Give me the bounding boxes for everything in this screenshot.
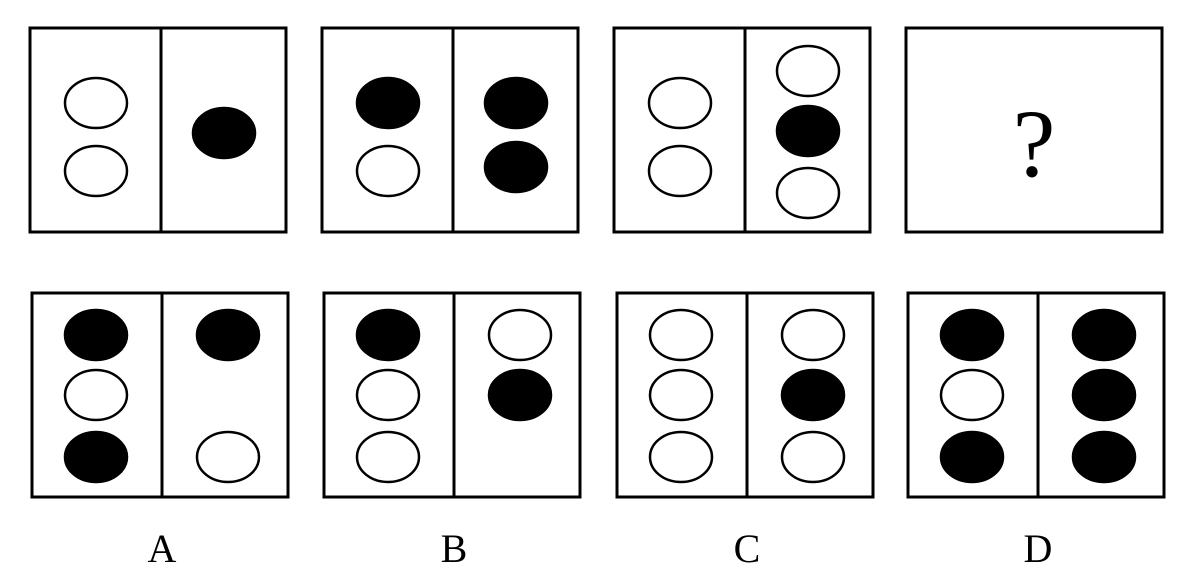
option-C[interactable] [615, 291, 875, 499]
question-row: ? [28, 26, 1164, 234]
white-circle [780, 430, 846, 484]
black-circle [355, 308, 421, 362]
white-circle [63, 144, 129, 198]
white-circle [775, 166, 841, 220]
option-A[interactable] [30, 291, 290, 499]
black-circle [483, 76, 549, 130]
panel-frame [320, 26, 580, 234]
white-circle [648, 308, 714, 362]
black-circle [1071, 308, 1137, 362]
white-circle [648, 430, 714, 484]
question-panel-4: ? [904, 26, 1164, 234]
black-circle [1071, 430, 1137, 484]
black-circle [195, 308, 261, 362]
option-D[interactable] [906, 291, 1166, 499]
panel-frame [904, 26, 1164, 234]
question-mark: ? [1013, 90, 1056, 197]
black-circle [775, 104, 841, 158]
white-circle [648, 368, 714, 422]
white-circle [355, 430, 421, 484]
black-circle [355, 76, 421, 130]
option-B[interactable] [322, 291, 582, 499]
option-labels: A B C D [148, 526, 1053, 571]
black-circle [939, 308, 1005, 362]
question-panel-1 [28, 26, 288, 234]
option-label: B [441, 526, 468, 571]
black-circle [483, 140, 549, 194]
black-circle [191, 106, 257, 160]
option-label: D [1024, 526, 1053, 571]
white-circle [780, 308, 846, 362]
white-circle [775, 44, 841, 98]
black-circle [487, 368, 553, 422]
white-circle [63, 76, 129, 130]
black-circle [1071, 368, 1137, 422]
option-label: A [148, 526, 177, 571]
option-label: C [734, 526, 761, 571]
white-circle [63, 368, 129, 422]
white-circle [647, 144, 713, 198]
question-panel-3 [612, 26, 872, 234]
black-circle [63, 308, 129, 362]
black-circle [780, 368, 846, 422]
white-circle [939, 368, 1005, 422]
black-circle [939, 430, 1005, 484]
white-circle [647, 76, 713, 130]
options-row [30, 291, 1166, 499]
black-circle [63, 430, 129, 484]
white-circle [195, 430, 261, 484]
question-panel-2 [320, 26, 580, 234]
white-circle [355, 368, 421, 422]
white-circle [355, 144, 421, 198]
white-circle [487, 308, 553, 362]
